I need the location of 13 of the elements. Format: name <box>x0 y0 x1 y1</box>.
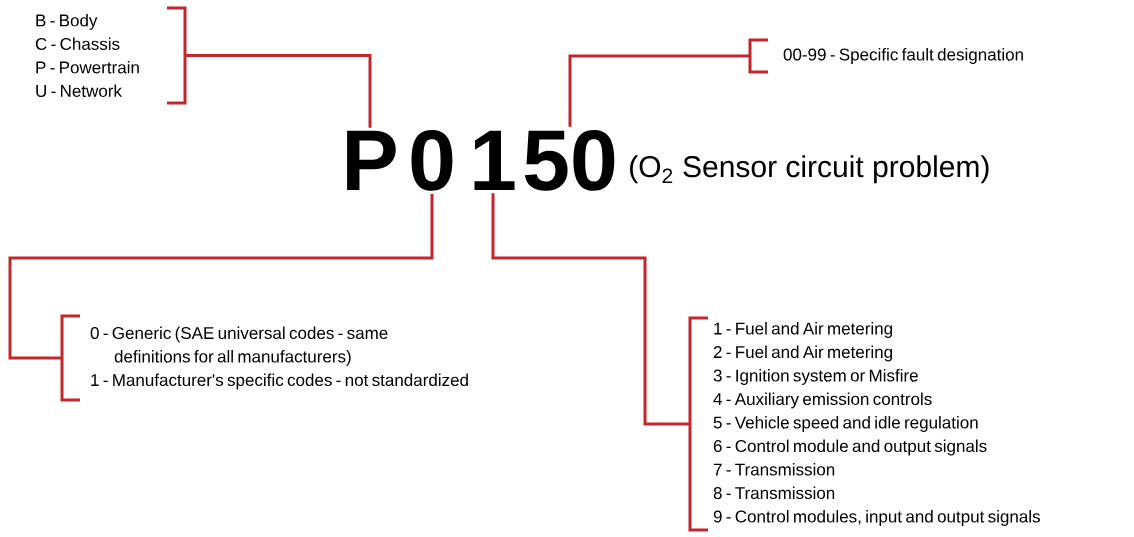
description-text: (O$_{2}$ Sensor circuit problem) <box>630 155 989 184</box>
code-character: 1 <box>474 130 515 190</box>
connector-line <box>185 54 372 128</box>
bracketed-list: 1 - Fuel and Air metering 2 - Fuel and Air metering 3 - Ignition system or Misfire 4 - Auxiliary emission controls 5 - Vehicle speed and idle regulation 6 - Control module and output signals 7 - Transmission 8 - Transmission 9 - Control modules, input and output signals <box>688 316 1040 532</box>
bracketed-list: B - Body C - Chassis P - Powertrain U - Network <box>35 6 187 105</box>
connector-line <box>568 54 750 127</box>
bracketed-list: 00-99 - Specific fault designation <box>748 38 1023 74</box>
code-character: P <box>347 130 396 190</box>
connector-line <box>491 193 690 426</box>
code-character: 50 <box>524 129 615 191</box>
connector-line <box>8 194 434 360</box>
code-character: 0 <box>411 129 453 191</box>
bracketed-list: 0 - Generic (SAE universal codes - same definitions for all manufacturers) 1 - Manufacturer's specific codes - not standardized <box>60 314 468 402</box>
